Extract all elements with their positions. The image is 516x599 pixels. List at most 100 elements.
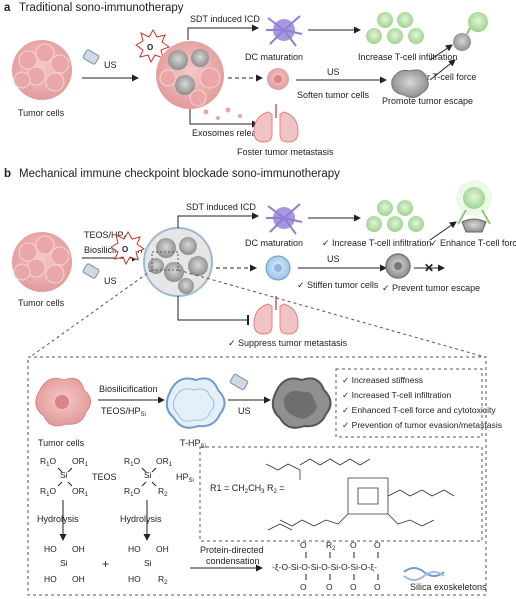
arrow-tcell-a: [429, 44, 453, 61]
panel-b-title: Mechanical immune checkpoint blockade so…: [19, 168, 340, 180]
inhibit-metastasis-b: [177, 296, 249, 325]
silica-exo-label: Silica exoskeletons: [410, 582, 487, 592]
escaping-tumor-cell-a: [391, 69, 429, 99]
soften-label-a: Soften tumor cells: [297, 90, 370, 100]
svg-text:O: O: [300, 582, 307, 592]
tumor-cluster-b: [12, 232, 72, 292]
silicified-tumor-b: [143, 227, 213, 297]
stiffen-label-b: ✓ Stiffen tumor cells: [297, 280, 379, 290]
svg-text:O: O: [374, 540, 381, 550]
porphyrin-structure: [265, 458, 455, 531]
arrow-tcell-b: [429, 221, 457, 241]
singlet-oxygen-icon-b: O: [110, 230, 146, 266]
sdt-label-b: SDT induced ICD: [186, 202, 256, 212]
zoom-line-left: [29, 269, 153, 358]
inset-biosilicification-label: Biosilicification: [99, 384, 158, 394]
benefit-0: ✓ Increased stiffness: [342, 375, 423, 385]
svg-text:O: O: [350, 540, 357, 550]
svg-text:OR1: OR1: [72, 486, 89, 498]
increase-tcell-label-b: ✓ Increase T-cell infiltration: [322, 238, 431, 248]
teos-label: TEOS: [92, 472, 117, 482]
soft-tumor-cell-a: [267, 68, 289, 90]
benefits-box: [335, 368, 483, 438]
svg-text:O: O: [300, 540, 307, 550]
foster-label-a: Foster tumor metastasis: [237, 147, 334, 157]
r-definition-box: [199, 446, 483, 542]
us-label-b: US: [104, 276, 117, 286]
us2-label-b: US: [327, 254, 340, 264]
silica-exoskeleton-icon: [403, 567, 445, 581]
tumor-cluster-a: [12, 40, 72, 100]
stiff-tumor-cell-b: [265, 255, 291, 281]
impair-force-label-a: Impair T-cell force: [405, 72, 476, 82]
svg-text:OR1: OR1: [156, 456, 173, 468]
dendritic-cell-a: [266, 15, 303, 47]
r-definition-label: R1 = CH2CH3 R2 =: [210, 483, 285, 495]
us-label-a: US: [104, 60, 117, 70]
svg-text:HO: HO: [128, 574, 141, 584]
inset-box: [27, 356, 487, 596]
lungs-icon-a: [253, 104, 299, 143]
svg-text:Si: Si: [60, 558, 68, 568]
panel-a-title: Traditional sono-immunotherapy: [19, 2, 184, 14]
plus-sign: +: [102, 557, 109, 571]
svg-text:O: O: [374, 582, 381, 592]
silanol-1: HO OH Si HO OH: [44, 544, 85, 584]
benefit-2: ✓ Enhanced T-cell force and cytotoxicity: [342, 405, 496, 415]
svg-text:HO: HO: [128, 544, 141, 554]
exosomes-label-a: Exosomes release: [192, 128, 266, 138]
inset-grey-cell: [271, 377, 332, 429]
promote-escape-label-a: Promote tumor escape: [382, 96, 473, 106]
svg-text:R1O: R1O: [40, 486, 56, 498]
svg-text:O: O: [350, 582, 357, 592]
arrow-exosome-a: [189, 109, 259, 128]
svg-text:HO: HO: [44, 574, 57, 584]
svg-text:OH: OH: [72, 574, 85, 584]
panel-b-letter: b: [4, 168, 11, 180]
svg-text:O: O: [326, 582, 333, 592]
svg-text:OH: OH: [72, 544, 85, 554]
protein-directed-label: Protein-directed: [200, 545, 264, 555]
panel-a-letter: a: [4, 2, 11, 14]
svg-text:-ξ-O-Si-O-Si-O-Si-O-Si-O-ξ-: -ξ-O-Si-O-Si-O-Si-O-Si-O-ξ-: [272, 562, 377, 572]
dc-maturation-label-a: DC maturation: [245, 52, 303, 62]
benefit-3: ✓ Prevention of tumor evasion/metastasis: [342, 420, 502, 430]
svg-text:R1O: R1O: [124, 456, 140, 468]
svg-text:HO: HO: [44, 544, 57, 554]
svg-text:Si: Si: [60, 470, 68, 480]
tcell-attack-b: [456, 180, 492, 233]
benefit-1: ✓ Increased T-cell infiltration: [342, 390, 451, 400]
lungs-icon-b: [253, 296, 299, 335]
hydrolysis-label-1: Hydrolysis: [37, 514, 79, 524]
svg-text:OH: OH: [156, 544, 169, 554]
arrow-sdt-b: [177, 212, 259, 228]
svg-text:R1O: R1O: [124, 486, 140, 498]
hp-structure: R1O OR1 Si R1O R2: [124, 456, 173, 498]
dendritic-cell-b: [266, 203, 303, 235]
arrow-escape-a: [429, 59, 456, 81]
singlet-oxygen-icon: O: [135, 28, 171, 64]
grey-tumor-cell-b: [385, 253, 411, 279]
inset-t-hp-cell: [165, 377, 226, 429]
ultrasound-probe-icon: [82, 49, 100, 65]
tumor-cells-label-b: Tumor cells: [18, 298, 65, 308]
enhance-force-label-b: ✓ Enhance T-cell force: [430, 238, 516, 248]
inset-tumor-cell: [35, 377, 91, 427]
exosome-dots: [203, 107, 242, 120]
o2-label-b: O: [122, 245, 128, 254]
inset-us-probe-icon: [229, 373, 249, 391]
sdt-label-a: SDT induced ICD: [190, 14, 260, 24]
blocked-x-icon: ✕: [424, 261, 434, 275]
svg-text:R2: R2: [158, 574, 168, 586]
us2-label-a: US: [327, 67, 340, 77]
hp-label: HPSi: [176, 472, 194, 484]
prevent-escape-label-b: ✓ Prevent tumor escape: [382, 283, 480, 293]
teos-structure: R1O OR1 Si R1O OR1: [40, 456, 89, 498]
tumor-cells-label-a: Tumor cells: [18, 108, 65, 118]
inset-tumor-cells-label: Tumor cells: [38, 438, 85, 448]
condensation-label: condensation: [206, 556, 260, 566]
dc-maturation-label-b: DC maturation: [245, 238, 303, 248]
